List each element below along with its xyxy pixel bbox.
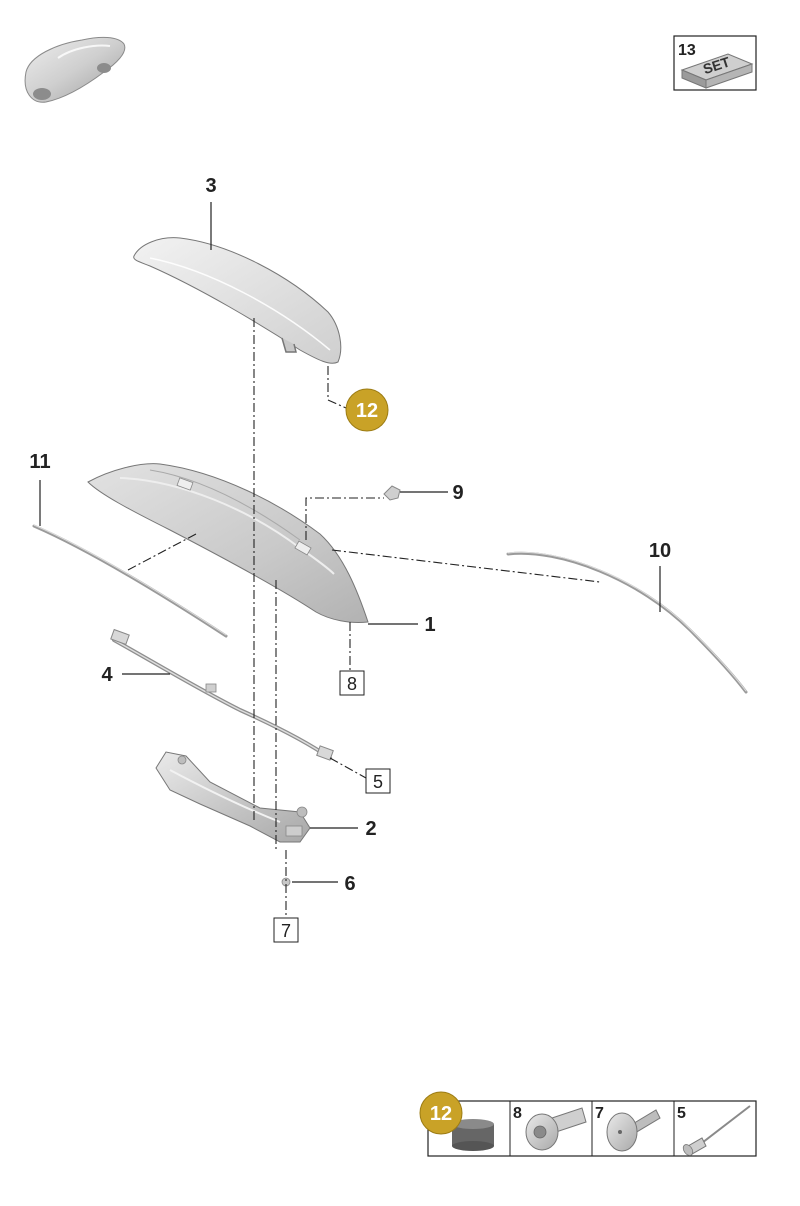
part-11-left-trim <box>32 524 228 638</box>
ref-box-7-label: 7 <box>281 921 291 941</box>
callout-4: 4 <box>101 664 113 686</box>
legend-cell-5-label: 5 <box>677 1105 686 1122</box>
part-9-clip <box>383 485 401 501</box>
assembly-lines <box>127 318 601 916</box>
part-1-rear-panel <box>87 463 369 623</box>
part-2-drive-mechanism <box>155 751 311 843</box>
car-thumbnail-icon <box>24 36 126 103</box>
set-number: 13 <box>678 42 696 59</box>
flat-screw-icon <box>606 1109 661 1152</box>
badge-12: 12 <box>345 388 389 432</box>
callout-1: 1 <box>424 614 435 636</box>
callout-6: 6 <box>344 873 355 895</box>
torx-bolt-icon <box>525 1107 587 1151</box>
legend-cell-12: 12 <box>419 1091 494 1151</box>
ref-box-8: 8 <box>339 670 365 696</box>
set-block-icon: SET <box>680 53 754 89</box>
callout-10: 10 <box>649 540 671 562</box>
cylinder-icon <box>452 1119 494 1151</box>
leader-lines <box>39 202 661 883</box>
callout-2: 2 <box>365 818 376 840</box>
ref-box-7: 7 <box>273 917 299 943</box>
part-4-linkage <box>110 628 334 761</box>
callout-11: 11 <box>29 451 50 473</box>
legend-badge-12-label: 12 <box>430 1103 452 1125</box>
ref-box-5: 5 <box>365 768 391 794</box>
callout-9: 9 <box>452 482 463 504</box>
ref-box-5-label: 5 <box>373 772 383 792</box>
rivet-icon <box>682 1105 751 1156</box>
part-10-right-trim <box>506 551 748 694</box>
fastener-legend: 12 8 7 5 <box>419 1091 757 1157</box>
legend-cell-8-label: 8 <box>513 1105 522 1122</box>
legend-cell-8: 8 <box>513 1105 587 1151</box>
callout-3: 3 <box>205 175 216 197</box>
set-box: 13 SET <box>673 35 757 91</box>
badge-12-label: 12 <box>356 400 378 422</box>
legend-cell-7-label: 7 <box>595 1105 604 1122</box>
ref-box-8-label: 8 <box>347 674 357 694</box>
legend-cell-7: 7 <box>595 1105 661 1152</box>
legend-cell-5: 5 <box>677 1105 751 1156</box>
part-3-spoiler <box>133 237 342 364</box>
